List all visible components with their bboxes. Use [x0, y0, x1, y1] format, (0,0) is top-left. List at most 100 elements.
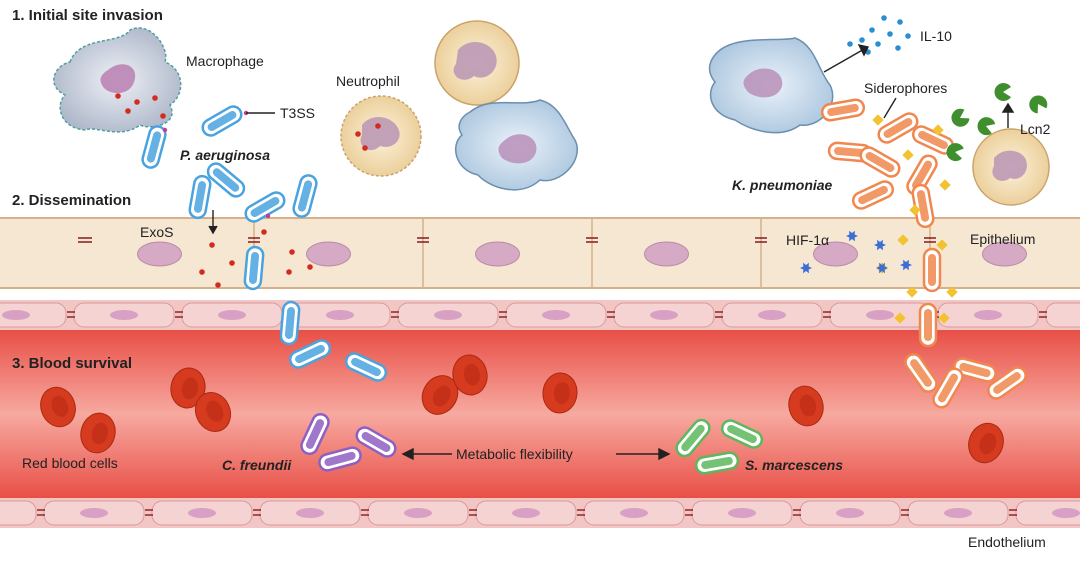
siderophore-diamond: [936, 239, 948, 251]
neutrophil-label: Neutrophil: [336, 73, 400, 89]
macrophage-label: Macrophage: [186, 53, 264, 69]
p-aeruginosa-rod: [279, 300, 301, 346]
neutrophil-cell-2: [434, 20, 520, 106]
exos-label: ExoS: [140, 224, 173, 240]
neutrophil-cell-3: [972, 128, 1050, 206]
endothelial-nucleus: [974, 310, 1002, 320]
s-marcescens-label: S. marcescens: [745, 457, 843, 473]
endothelial-nucleus: [80, 508, 108, 518]
endothelial-nucleus: [404, 508, 432, 518]
bacteria-rods: [141, 98, 1027, 475]
section-title-invasion: 1. Initial site invasion: [12, 7, 163, 24]
k-pneumoniae-rod: [987, 366, 1027, 400]
p-aeruginosa-rod: [243, 245, 265, 291]
red-blood-cell: [170, 367, 206, 409]
epithelial-nucleus: [813, 241, 858, 267]
siderophore-diamond: [897, 234, 909, 246]
p-aeruginosa-rod: [201, 105, 243, 137]
endothelial-nucleus: [620, 508, 648, 518]
exos-toxin-dot: [229, 260, 235, 266]
k-pneumoniae-rod: [953, 357, 997, 383]
labels: 1. Initial site invasion 2. Disseminatio…: [12, 7, 1051, 550]
metabolic-arrowhead-right: [658, 447, 671, 461]
endothelial-nucleus: [866, 310, 894, 320]
endothelial-nucleus: [542, 310, 570, 320]
hif1a-star-icon: [876, 262, 888, 274]
c-freundii-rod: [355, 426, 397, 458]
p-aeruginosa-rod: [141, 125, 167, 169]
k-pneumoniae-rod: [877, 112, 919, 144]
il10-molecule-dot: [887, 31, 893, 37]
epithelial-nucleus: [475, 241, 520, 267]
exos-arrowhead: [208, 225, 218, 235]
exos-toxin-dot: [125, 108, 131, 114]
exos-toxin-dot: [375, 123, 381, 129]
red-blood-cell: [194, 392, 232, 432]
lcn2-protein-icon: [1029, 95, 1048, 114]
endothelial-nucleus: [1052, 508, 1080, 518]
exos-toxin-dot: [307, 264, 313, 270]
endothelial-nucleus: [836, 508, 864, 518]
t3ss-needle-icon: [162, 127, 168, 133]
exos-toxin-dot: [215, 282, 221, 288]
endothelial-nucleus: [188, 508, 216, 518]
siderophore-leader-line: [883, 97, 897, 119]
siderophore-diamond: [939, 179, 951, 191]
il10-molecule-dot: [859, 37, 865, 43]
k-pneumoniae-rod: [904, 353, 938, 393]
exos-toxin-dot: [289, 249, 295, 255]
siderophore-diamond: [909, 204, 921, 216]
lcn2-label: Lcn2: [1020, 121, 1051, 137]
epithelial-nucleus: [982, 241, 1027, 267]
lcn2-protein-icon: [994, 83, 1011, 101]
il10-molecule-dot: [875, 41, 881, 47]
red-blood-cell: [968, 422, 1004, 464]
c-freundii-label: C. freundii: [222, 457, 292, 473]
endothelium-top: [0, 300, 1080, 330]
section-title-dissemination: 2. Dissemination: [12, 192, 131, 209]
p-aeruginosa-rod: [288, 339, 332, 369]
k-pneumoniae-rod: [932, 367, 964, 409]
endothelial-nucleus: [650, 310, 678, 320]
s-marcescens-rod: [675, 418, 711, 458]
metabolic-flexibility-label: Metabolic flexibility: [456, 446, 573, 462]
secreted-molecules: [115, 15, 1048, 324]
epithelial-nucleus: [306, 241, 351, 267]
macrophage-cell: [53, 27, 182, 133]
endothelial-cell: [0, 302, 67, 328]
exos-toxin-dot: [199, 269, 205, 275]
s-marcescens-rod: [694, 451, 740, 475]
exos-toxin-dot: [160, 113, 166, 119]
siderophore-diamond: [872, 114, 884, 126]
endothelial-cell: [1045, 302, 1080, 328]
il10-molecule-dot: [869, 27, 875, 33]
exos-toxin-dot: [152, 95, 158, 101]
epithelial-nucleus: [137, 241, 182, 267]
p-aeruginosa-rod: [188, 174, 212, 220]
siderophores-label: Siderophores: [864, 80, 947, 96]
k-pneumoniae-rod: [820, 98, 866, 122]
endothelium-bottom: [0, 498, 1080, 528]
il10-molecule-dot: [895, 45, 901, 51]
red-blood-cell: [421, 375, 459, 415]
rbc-label: Red blood cells: [22, 455, 118, 471]
endothelial-nucleus: [758, 310, 786, 320]
siderophore-diamond: [894, 312, 906, 324]
k-pneumoniae-label: K. pneumoniae: [732, 177, 833, 193]
epithelium-label: Epithelium: [970, 231, 1035, 247]
exos-toxin-dot: [355, 131, 361, 137]
neutrophil-cell: [340, 95, 422, 177]
red-blood-cells: [40, 354, 1004, 464]
p-aeruginosa-rod: [206, 162, 246, 198]
p-aeruginosa-label: P. aeruginosa: [180, 147, 270, 163]
lcn2-protein-icon: [951, 108, 970, 127]
exos-toxin-dot: [362, 145, 368, 151]
endothelial-nucleus: [512, 508, 540, 518]
k-pneumoniae-rod: [851, 180, 895, 210]
exos-toxin-dot: [134, 99, 140, 105]
endothelial-cell: [1015, 500, 1080, 526]
lcn2-protein-icon: [946, 143, 964, 162]
endothelial-nucleus: [728, 508, 756, 518]
c-freundii-rod: [300, 412, 330, 456]
